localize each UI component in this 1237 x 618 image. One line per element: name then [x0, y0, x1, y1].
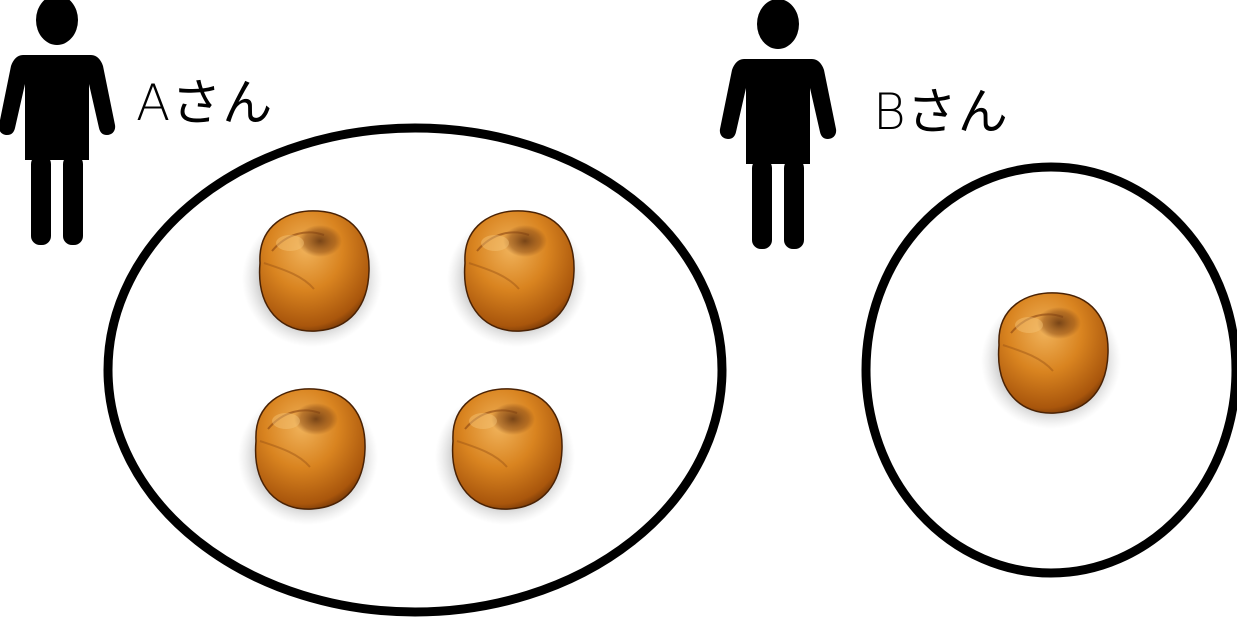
group-a-circle: [108, 128, 722, 612]
bread-icon: [238, 389, 378, 525]
person-b-icon: [720, 0, 836, 249]
bread-icon: [435, 389, 575, 525]
bread-icon: [447, 211, 587, 347]
bread-icon: [981, 293, 1121, 429]
person-b-label: Bさん: [873, 87, 1009, 137]
person-a-icon: [0, 0, 115, 245]
person-a-label: Aさん: [136, 78, 273, 128]
bread-icon: [242, 211, 382, 347]
